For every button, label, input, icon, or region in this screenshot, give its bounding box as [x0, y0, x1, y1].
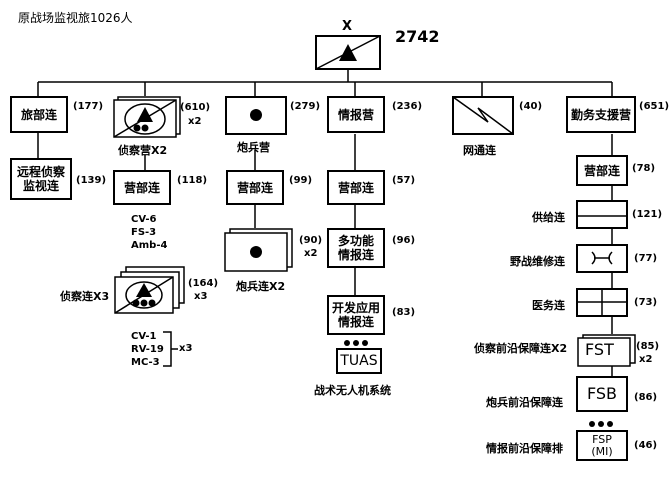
fsp-caption: 情报前沿保障排	[486, 442, 563, 455]
fst-count: (85)	[636, 341, 660, 352]
long-range-count: (139)	[76, 175, 107, 186]
fsp-label-2: (MI)	[591, 444, 613, 458]
long-range-company-box: 远程侦察 监视连	[10, 158, 72, 200]
recon-hq-company-label: 营部连	[123, 180, 160, 195]
recon-company-equipment-mult: x3	[179, 343, 193, 354]
fsp-dots	[587, 420, 617, 428]
artillery-battalion-caption: 炮兵营	[237, 141, 270, 154]
recon-battalion-caption: 侦察营X2	[118, 144, 168, 157]
fsb-count: (86)	[634, 392, 658, 403]
brigade-hq-company-box: 旅部连	[10, 96, 68, 133]
hq-strength: 2742	[395, 27, 440, 46]
artillery-battalion-symbol	[225, 96, 287, 136]
recon-battalion-mult: x2	[188, 116, 202, 127]
brigade-hq-company-label: 旅部连	[20, 107, 57, 122]
multi-function-label-2: 情报连	[337, 248, 374, 262]
intel-battalion-count: (236)	[392, 101, 423, 112]
hq-echelon-mark: X	[342, 19, 353, 34]
recon-company-equipment-2: RV-19	[131, 344, 164, 355]
artillery-battery-mult: x2	[304, 248, 318, 259]
fst-caption: 侦察前沿保障连X2	[474, 342, 568, 355]
supply-company-count: (121)	[632, 209, 663, 220]
recon-company-caption: 侦察连X3	[60, 290, 110, 303]
signal-company-count: (40)	[519, 101, 543, 112]
recon-battalion-symbol	[110, 96, 182, 141]
recon-equipment-1: CV-6	[131, 214, 157, 225]
multi-function-count: (96)	[392, 235, 416, 246]
supply-company-caption: 供给连	[532, 211, 565, 224]
support-battalion-count: (651)	[639, 101, 670, 112]
tuas-caption: 战术无人机系统	[314, 384, 391, 397]
support-hq-company-count: (78)	[632, 163, 656, 174]
fsp-box: FSP (MI)	[576, 430, 628, 461]
fst-symbol	[574, 334, 638, 368]
artillery-hq-company-label: 营部连	[236, 180, 273, 195]
development-label-1: 开发应用	[331, 301, 380, 315]
multi-function-label-1: 多功能	[337, 234, 374, 248]
page-title: 原战场监视旅1026人	[18, 11, 133, 25]
intel-hq-company-count: (57)	[392, 175, 416, 186]
artillery-hq-company-count: (99)	[289, 175, 313, 186]
multi-function-company-box: 多功能 情报连	[327, 228, 385, 268]
recon-hq-company-count: (118)	[177, 175, 208, 186]
intel-hq-company-label: 营部连	[337, 180, 374, 195]
intel-hq-company-box: 营部连	[327, 170, 385, 205]
artillery-battalion-count: (279)	[290, 101, 321, 112]
artillery-battery-caption: 炮兵连X2	[236, 280, 286, 293]
signal-company-caption: 网通连	[463, 144, 496, 157]
development-count: (83)	[392, 307, 416, 318]
recon-hq-company-box: 营部连	[113, 170, 171, 205]
maintenance-company-symbol	[576, 244, 628, 273]
tuas-dots	[342, 339, 372, 347]
development-label-2: 情报连	[337, 315, 374, 329]
maintenance-company-count: (77)	[634, 253, 658, 264]
brigade-hq-company-count: (177)	[73, 101, 104, 112]
fsb-label: FSB	[586, 384, 618, 403]
fsp-label-1: FSP	[592, 432, 612, 446]
intel-battalion-label: 情报营	[337, 107, 374, 122]
tuas-label: TUAS	[340, 353, 378, 369]
fsb-caption: 炮兵前沿保障连	[486, 396, 563, 409]
recon-company-count: (164)	[188, 278, 219, 289]
development-company-box: 开发应用 情报连	[327, 295, 385, 335]
recon-company-mult: x3	[194, 291, 208, 302]
long-range-label-2: 监视连	[22, 179, 59, 193]
fsp-count: (46)	[634, 440, 658, 451]
medical-company-count: (73)	[634, 297, 658, 308]
support-hq-company-box: 营部连	[576, 155, 628, 186]
recon-battalion-count: (610)	[180, 102, 211, 113]
tuas-box: TUAS	[336, 348, 382, 374]
recon-equipment-3: Amb-4	[131, 240, 168, 251]
recon-equipment-2: FS-3	[131, 227, 157, 238]
intel-battalion-box: 情报营	[327, 96, 385, 133]
recon-company-equipment-3: MC-3	[131, 357, 160, 368]
fsb-box: FSB	[576, 376, 628, 412]
signal-company-symbol	[452, 96, 514, 136]
fst-label: FST	[585, 340, 614, 359]
long-range-label-1: 远程侦察	[16, 165, 65, 179]
medical-company-caption: 医务连	[532, 299, 565, 312]
support-hq-company-label: 营部连	[583, 163, 620, 178]
recon-company-equipment-1: CV-1	[131, 331, 157, 342]
maintenance-company-caption: 野战维修连	[510, 255, 565, 268]
recon-company-symbol	[110, 265, 190, 320]
hq-symbol	[315, 35, 381, 70]
artillery-battery-symbol	[222, 228, 294, 274]
artillery-battery-count: (90)	[299, 235, 323, 246]
support-battalion-label: 勤务支援营	[570, 107, 631, 122]
fst-mult: x2	[639, 354, 653, 365]
supply-company-symbol	[576, 200, 628, 229]
medical-company-symbol	[576, 288, 628, 317]
support-battalion-box: 勤务支援营	[566, 96, 636, 133]
artillery-hq-company-box: 营部连	[226, 170, 284, 205]
